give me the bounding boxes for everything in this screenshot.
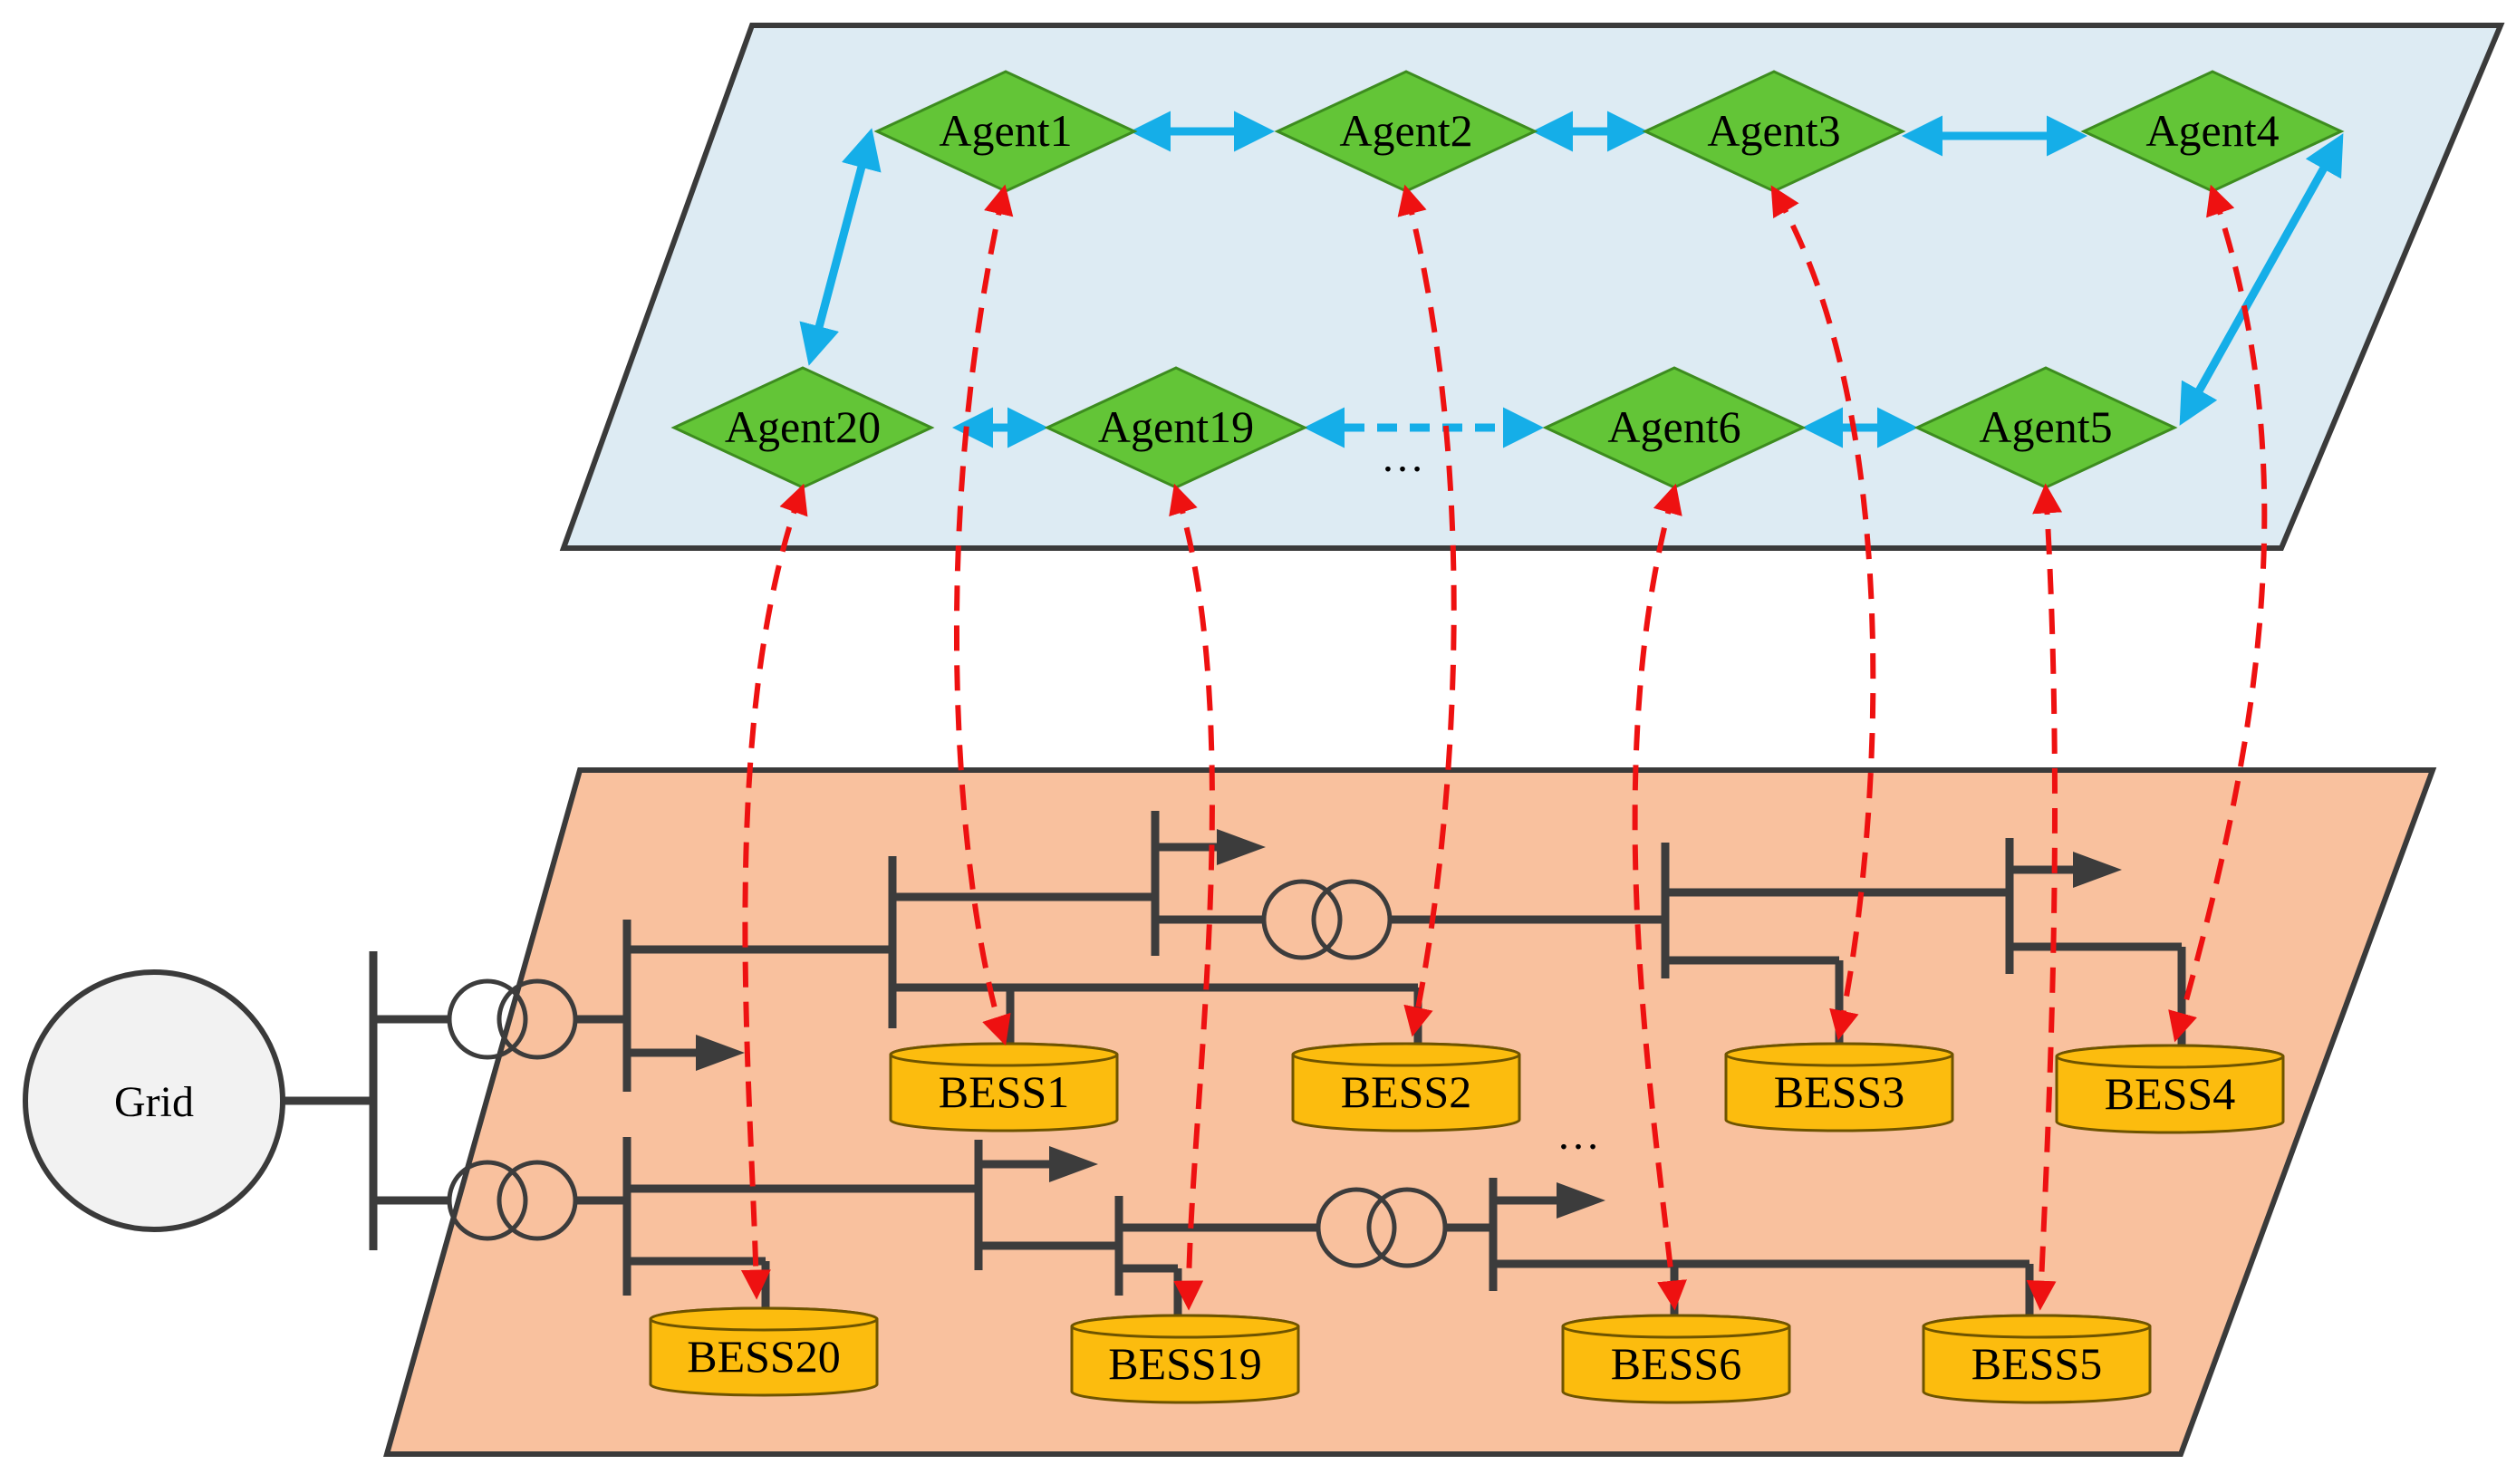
bess-label: BESS2: [1341, 1066, 1472, 1117]
load-arrow-icon: [1049, 1146, 1098, 1182]
control-link-4: [2168, 184, 2268, 1043]
transformer-lower-mid: [1316, 1187, 1448, 1268]
agent-node-5: Agent5: [1914, 366, 2178, 489]
agent-label: Agent3: [1707, 105, 1840, 156]
agent-node-2: Agent2: [1274, 70, 1538, 193]
loads: [696, 829, 2122, 1219]
transformer-lower: [447, 1160, 578, 1241]
agent-diamond: [1642, 70, 1906, 193]
agent-node-3: Agent3: [1642, 70, 1906, 193]
agent-node-1: Agent1: [873, 70, 1138, 193]
transformer-upper: [447, 978, 578, 1060]
agent-label: Agent2: [1339, 105, 1472, 156]
agent-node-19: Agent19: [1044, 366, 1308, 489]
link-agent1-agent20: [799, 128, 882, 366]
agent-label: Agent5: [1979, 401, 2112, 452]
bess-label: BESS5: [1971, 1338, 2103, 1389]
control-link-1: [953, 184, 1014, 1046]
agent-ellipsis: …: [1381, 433, 1424, 481]
agent-label: Agent6: [1607, 401, 1740, 452]
bess-cylinder-top: [2055, 1044, 2285, 1069]
bess-label: BESS6: [1611, 1338, 1742, 1389]
agent-diamond: [670, 366, 935, 489]
transformer-upper-mid: [1261, 879, 1393, 960]
bess-label: BESS4: [2105, 1068, 2236, 1119]
bess-unit-1: BESS1: [889, 1042, 1119, 1132]
bess-unit-20: BESS20: [649, 1306, 879, 1397]
agent-node-6: Agent6: [1542, 366, 1807, 489]
agent-node-4: Agent4: [2080, 70, 2345, 193]
bess-label: BESS19: [1108, 1338, 1262, 1389]
agent-label: Agent4: [2145, 105, 2279, 156]
agent-diamond: [1274, 70, 1538, 193]
bess-unit-3: BESS3: [1724, 1042, 1954, 1132]
network-ellipsis: …: [1557, 1111, 1600, 1159]
bess-unit-2: BESS2: [1291, 1042, 1521, 1132]
bess-cylinder-top: [1561, 1314, 1791, 1339]
control-link-2: [1397, 184, 1457, 1037]
bess-cylinder-top: [1922, 1314, 2152, 1339]
bess-cylinder-top: [889, 1042, 1119, 1067]
transformers: [447, 879, 1448, 1268]
control-link-6: [1632, 483, 1687, 1311]
control-links: [740, 184, 2268, 1311]
agent-diamond: [873, 70, 1138, 193]
bess-cylinder-top: [1724, 1042, 1954, 1067]
load-arrow-icon: [1557, 1182, 1605, 1219]
bess-cylinder-top: [1291, 1042, 1521, 1067]
load-arrow-icon: [1217, 829, 1266, 865]
bess-unit-6: BESS6: [1561, 1314, 1791, 1404]
bess-label: BESS1: [939, 1066, 1070, 1117]
bess-unit-19: BESS19: [1070, 1314, 1300, 1404]
load-arrow-icon: [2073, 852, 2122, 888]
control-link-19: [1169, 483, 1215, 1311]
bess-cylinder-top: [1070, 1314, 1300, 1339]
agent-node-20: Agent20: [670, 366, 935, 489]
agent-diamond: [2080, 70, 2345, 193]
control-link-20: [740, 483, 808, 1300]
bess-cylinder-top: [649, 1306, 879, 1332]
bess-label: BESS20: [687, 1331, 841, 1382]
grid-source: [23, 969, 285, 1232]
agent-diamond: [1044, 366, 1308, 489]
agent-label: Agent19: [1098, 401, 1254, 452]
load-arrow-icon: [696, 1035, 745, 1071]
agent-label: Agent1: [939, 105, 1072, 156]
agent-label: Agent20: [725, 401, 881, 452]
bess-label: BESS3: [1774, 1066, 1905, 1117]
bess-unit-4: BESS4: [2055, 1044, 2285, 1134]
control-link-5: [2026, 483, 2063, 1311]
grid-label: Grid: [114, 1078, 194, 1126]
bess-unit-5: BESS5: [1922, 1314, 2152, 1404]
